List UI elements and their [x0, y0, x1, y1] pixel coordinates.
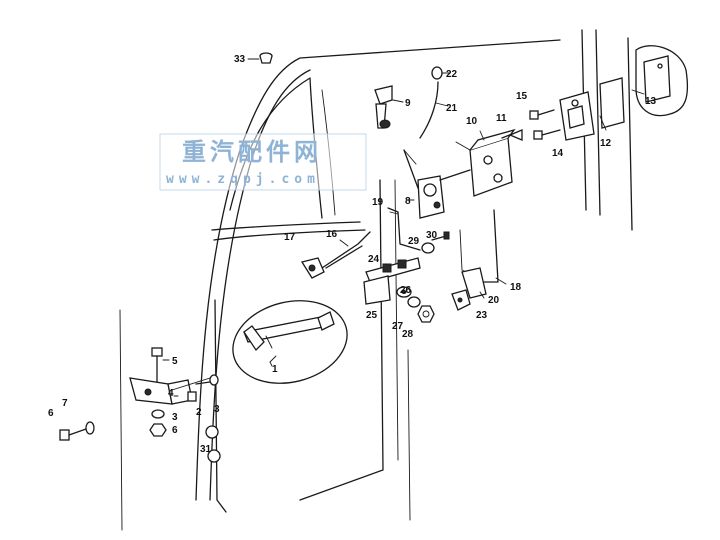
- callout-18: 17: [284, 232, 296, 243]
- callout-11: 10: [466, 116, 478, 127]
- part-3-washer-upper: [195, 374, 219, 386]
- callout-19: 18: [510, 282, 522, 293]
- part-33-cap: [247, 52, 273, 64]
- part-8-washer: [85, 421, 95, 435]
- part-24-clip: [431, 66, 451, 80]
- part-9-lock-body: [403, 149, 471, 219]
- part-7-bolt: [59, 428, 87, 441]
- part-12-screw: [501, 129, 523, 141]
- callout-29: 28: [402, 329, 414, 340]
- callout-24: 22: [446, 69, 458, 80]
- part-14-shim: [599, 45, 689, 129]
- callout-8: 7: [62, 398, 68, 409]
- part-1-inside-handle: [232, 300, 348, 384]
- callout-13: 12: [600, 138, 612, 149]
- part-17-rod: [321, 231, 371, 269]
- part-28-washer: [407, 296, 421, 308]
- callout-17: 16: [326, 229, 338, 240]
- callout-14: 13: [645, 96, 657, 107]
- callout-6: 6: [172, 425, 178, 436]
- callout-22: 23: [476, 310, 488, 321]
- callout-1: 1: [272, 364, 278, 375]
- callout-12: 11: [496, 113, 507, 124]
- part-30-washer: [421, 242, 435, 254]
- part-11-lock-cover: [469, 128, 516, 197]
- part-15-bolt: [533, 129, 561, 140]
- callout-25: 24: [368, 254, 380, 265]
- callout-3-right: 3: [214, 404, 220, 415]
- part-16-bolt: [529, 109, 555, 120]
- callout-23: 21: [446, 103, 458, 114]
- watermark-title: 重汽配件网: [182, 138, 322, 166]
- callout-21: 20: [488, 295, 500, 306]
- part-5-bolt: [151, 347, 170, 387]
- callout-10: 9: [405, 98, 411, 109]
- callout-28: 27: [392, 321, 404, 332]
- part-20-rod: [387, 207, 421, 251]
- part-29-nut: [417, 305, 435, 323]
- callout-9: 8: [405, 196, 411, 207]
- part-27-washer: [396, 286, 412, 298]
- part-6-nut: [149, 423, 167, 437]
- part-10-bracket: [374, 85, 404, 129]
- part-31-bolt: [431, 231, 450, 241]
- leader-lines: [173, 89, 645, 397]
- part-23-rod: [419, 81, 449, 139]
- callout-30: 29: [408, 236, 420, 247]
- callout-20: 19: [372, 197, 384, 208]
- part-2-bolt: [187, 391, 197, 402]
- callout-3-left: 3: [172, 412, 178, 423]
- part-25-lever: [365, 257, 421, 283]
- part-18-clip: [300, 257, 325, 279]
- callout-31: 30: [426, 230, 438, 241]
- callout-33: 33: [234, 54, 246, 65]
- callout-4: 4: [168, 388, 174, 399]
- callout-5: 5: [172, 356, 178, 367]
- part-4-hinge: [129, 377, 211, 405]
- part-32-plug: [205, 425, 221, 463]
- callout-27: 26: [400, 285, 412, 296]
- callout-7: 6: [48, 408, 54, 419]
- callout-16: 15: [516, 91, 528, 102]
- callout-labels: 33 22 9 21 10 15 11 14 12 13 8 19 16 17 …: [48, 54, 657, 455]
- part-21-lever: [461, 267, 487, 299]
- callout-26: 25: [366, 310, 378, 321]
- callout-32: 31: [200, 444, 212, 455]
- callout-15: 14: [552, 148, 564, 159]
- part-3-washer-lower: [151, 409, 165, 419]
- door-panel-outline: [119, 29, 633, 531]
- watermark: 重汽配件网 www.zqpj.com: [159, 133, 367, 191]
- part-22-knob: [451, 289, 471, 311]
- callout-2: 2: [196, 407, 202, 418]
- part-26-bracket: [363, 275, 391, 305]
- part-13-striker: [559, 91, 595, 141]
- watermark-url: www.zqpj.com: [166, 172, 320, 187]
